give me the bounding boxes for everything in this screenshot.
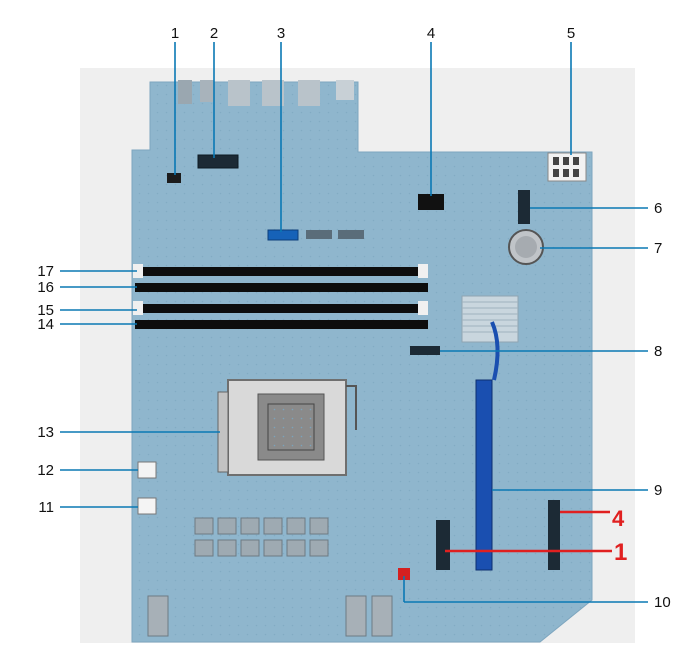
callout-6: 6: [654, 200, 662, 217]
callout-10: 10: [654, 594, 671, 611]
callout-1: 1: [171, 25, 179, 42]
pcie-x16-latch: [490, 321, 500, 381]
callout-13: 13: [37, 424, 54, 441]
sata-connector-3: [338, 230, 364, 239]
callout-12: 12: [37, 462, 54, 479]
memory-slots: [133, 264, 428, 329]
callout-14: 14: [37, 316, 54, 333]
leader-lines: [60, 42, 648, 603]
callout-15: 15: [37, 302, 54, 319]
chassis-fan-header: [167, 173, 181, 183]
handwritten-label-b: 1: [614, 539, 627, 566]
sata-connector: [267, 229, 299, 241]
power-connector-upper: [137, 461, 157, 479]
callout-3: 3: [277, 25, 285, 42]
sata-connector-2: [306, 230, 332, 239]
chipset-heatsink: [461, 295, 519, 343]
intrusion-switch-header: [398, 568, 410, 580]
front-usb-port-2: [371, 595, 393, 637]
pcie-x16-slot: [475, 379, 493, 571]
pcie-x1-slot: [436, 520, 450, 570]
rear-io-ports: [178, 80, 354, 106]
callout-9: 9: [654, 482, 662, 499]
callout-17: 17: [37, 263, 54, 280]
callout-4: 4: [427, 25, 435, 42]
pcie-x4-slot: [548, 500, 560, 570]
front-audio-port: [147, 595, 169, 637]
atx-power-pins: [553, 157, 579, 177]
processor-socket: [217, 379, 357, 476]
front-usb-port: [345, 595, 367, 637]
heatsink-fins: [462, 301, 518, 333]
callout-2: 2: [210, 25, 218, 42]
m2-wlan-slot: [197, 154, 239, 169]
power-connector-lower: [137, 497, 157, 515]
cpu-power-connector: [418, 194, 444, 210]
m2-ssd-slot: [518, 190, 530, 224]
callout-16: 16: [37, 279, 54, 296]
callout-7: 7: [654, 240, 662, 257]
vrm-components: [194, 517, 329, 557]
callout-11: 11: [38, 499, 54, 516]
callout-8: 8: [654, 343, 662, 360]
handwritten-label-a: 4: [612, 506, 625, 531]
callout-5: 5: [567, 25, 575, 42]
coin-cell-battery-inner: [515, 236, 537, 258]
m2-slot-secondary: [410, 346, 440, 355]
